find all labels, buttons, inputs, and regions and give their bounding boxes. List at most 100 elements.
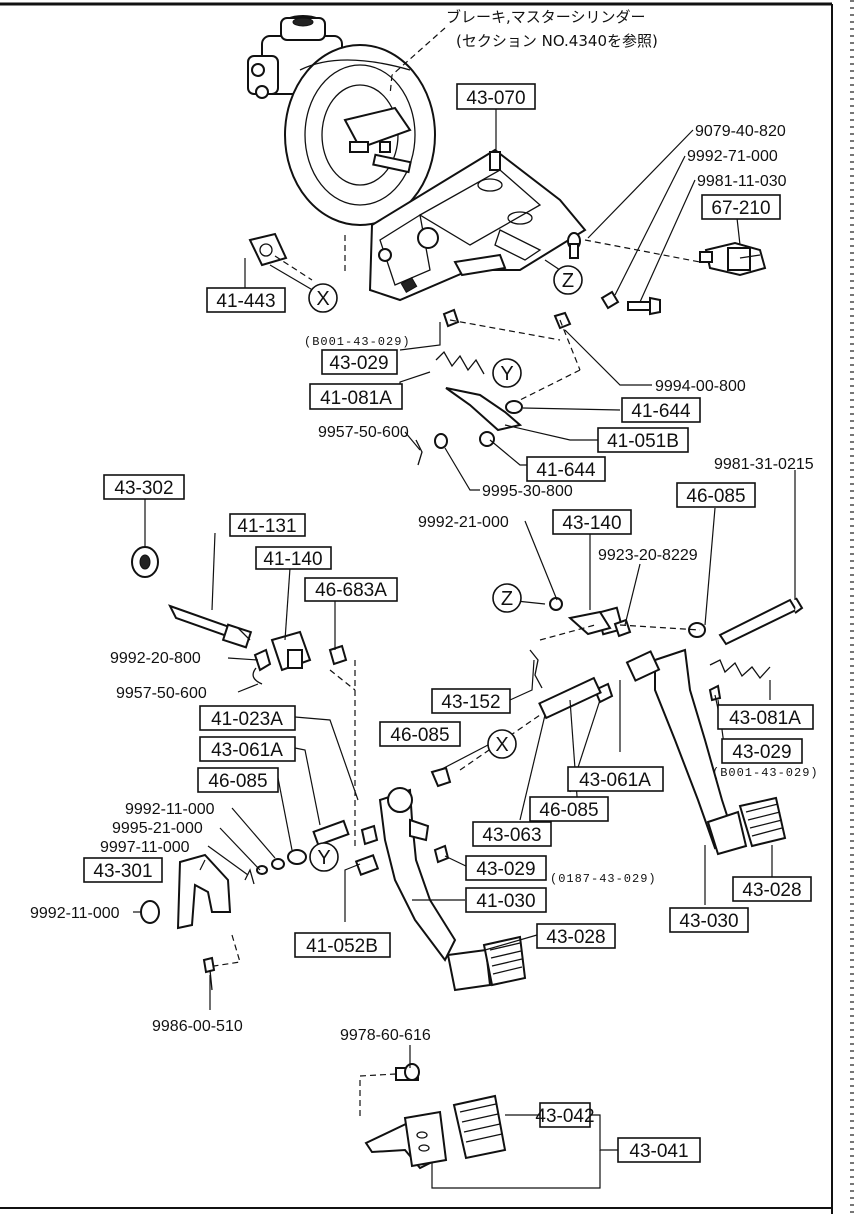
stop-light-switch xyxy=(699,241,767,277)
brake-pedal-right xyxy=(529,597,804,856)
marker-y-top: Y xyxy=(492,358,522,388)
marker-z-top: Z xyxy=(553,265,583,295)
boxed-label-43-028-r: 43-028 xyxy=(732,876,812,902)
part-9992-21-000: 9992-21-000 xyxy=(418,514,509,531)
svg-text:43-152: 43-152 xyxy=(441,692,500,713)
part-9994-00-800: 9994-00-800 xyxy=(655,378,746,395)
part-9986-00-510: 9986-00-510 xyxy=(152,1018,243,1035)
part-9992-20-800: 9992-20-800 xyxy=(110,650,201,667)
svg-text:41-443: 41-443 xyxy=(216,291,275,312)
svg-text:43-070: 43-070 xyxy=(466,88,525,109)
part-9957-50-600-mid: 9957-50-600 xyxy=(116,685,207,702)
boxed-label-46-085-r: 46-085 xyxy=(676,482,756,508)
part-9923-20-8229: 9923-20-8229 xyxy=(598,547,698,564)
svg-text:43-041: 43-041 xyxy=(629,1141,688,1162)
boxed-label-41-023a: 41-023A xyxy=(199,705,296,731)
part-9978-60-616: 9978-60-616 xyxy=(340,1027,431,1044)
header-note-line2: (セクション NO.4340を参照) xyxy=(456,32,658,50)
boxed-label-46-085-m: 46-085 xyxy=(379,721,461,747)
svg-text:43-063: 43-063 xyxy=(482,825,541,846)
svg-text:43-029: 43-029 xyxy=(329,353,388,374)
boxed-label-43-029-top: 43-029 xyxy=(321,349,398,375)
boxed-label-67-210: 67-210 xyxy=(701,194,781,220)
svg-text:41-023A: 41-023A xyxy=(211,709,283,730)
marker-x-top-letter: X xyxy=(316,288,329,310)
part-9981-31-0215: 9981-31-0215 xyxy=(714,456,814,473)
svg-text:43-301: 43-301 xyxy=(93,861,152,882)
boxed-label-41-644-a: 41-644 xyxy=(621,397,701,423)
part-9957-50-600-top: 9957-50-600 xyxy=(318,424,409,441)
pedal-bracket-illustration xyxy=(368,148,587,302)
svg-text:43-061A: 43-061A xyxy=(579,770,651,791)
part-9997-11-000: 9997-11-000 xyxy=(100,839,190,856)
boxed-label-43-061a-m: 43-061A xyxy=(567,766,664,792)
header-note-line1: ブレーキ,マスターシリンダー xyxy=(446,8,645,26)
boxed-label-43-140: 43-140 xyxy=(552,509,632,535)
svg-text:46-085: 46-085 xyxy=(539,800,598,821)
svg-text:46-085: 46-085 xyxy=(208,771,267,792)
boxed-label-43-042: 43-042 xyxy=(535,1102,595,1128)
left-pushrod-group xyxy=(131,546,348,685)
boxed-label-41-644-b: 41-644 xyxy=(526,456,606,482)
note-b001-top: (B001-43-029) xyxy=(304,335,411,349)
marker-x-top: X xyxy=(308,283,338,313)
boxed-label-41-140: 41-140 xyxy=(255,546,332,570)
part-9992-11-000-a: 9992-11-000 xyxy=(125,801,215,818)
svg-text:46-085: 46-085 xyxy=(686,486,745,507)
boxed-label-43-061a-l: 43-061A xyxy=(199,736,296,762)
boxed-label-43-063: 43-063 xyxy=(472,821,552,847)
boxed-label-46-683a: 46-683A xyxy=(304,577,398,602)
boxed-label-46-085-b: 46-085 xyxy=(529,796,609,822)
svg-text:43-061A: 43-061A xyxy=(211,740,283,761)
marker-z-mid: Z xyxy=(492,583,522,613)
svg-text:41-644: 41-644 xyxy=(536,460,596,481)
svg-text:43-028: 43-028 xyxy=(546,927,605,948)
boxed-label-46-085-l: 46-085 xyxy=(197,767,279,793)
part-9992-71-000: 9992-71-000 xyxy=(687,148,778,165)
pedal-pad-assembly xyxy=(364,1063,507,1170)
marker-y-mid-letter: Y xyxy=(317,847,330,869)
part-9995-30-800: 9995-30-800 xyxy=(482,483,573,500)
boxed-label-43-301: 43-301 xyxy=(83,857,163,883)
part-9079-40-820: 9079-40-820 xyxy=(695,123,786,140)
svg-text:67-210: 67-210 xyxy=(711,198,770,219)
svg-text:41-051B: 41-051B xyxy=(607,431,679,452)
part-9981-11-030: 9981-11-030 xyxy=(697,173,787,190)
svg-text:46-683A: 46-683A xyxy=(315,580,387,601)
marker-x-mid: X xyxy=(487,729,517,759)
svg-text:46-085: 46-085 xyxy=(390,725,449,746)
pedal-stop-bracket xyxy=(140,853,232,991)
marker-y-mid: Y xyxy=(309,842,339,872)
boxed-label-43-152: 43-152 xyxy=(431,688,511,714)
boxed-label-41-081a-top: 41-081A xyxy=(309,383,403,410)
svg-text:41-081A: 41-081A xyxy=(320,388,392,409)
svg-text:43-140: 43-140 xyxy=(562,513,621,534)
boxed-label-41-052b: 41-052B xyxy=(294,932,391,958)
marker-z-mid-letter: Z xyxy=(501,588,513,610)
marker-z-top-letter: Z xyxy=(562,270,574,292)
note-b001-right: (B001-43-029) xyxy=(712,766,819,780)
svg-text:43-302: 43-302 xyxy=(114,478,173,499)
boxed-label-41-131: 41-131 xyxy=(229,513,306,537)
boxed-label-43-041: 43-041 xyxy=(617,1137,701,1163)
boxed-label-41-443: 41-443 xyxy=(206,287,286,313)
boxed-label-43-030: 43-030 xyxy=(669,907,749,933)
svg-text:43-030: 43-030 xyxy=(679,911,738,932)
svg-text:43-081A: 43-081A xyxy=(729,708,801,729)
marker-x-mid-letter: X xyxy=(495,734,508,756)
boxed-label-43-028-m: 43-028 xyxy=(536,923,616,949)
svg-text:41-052B: 41-052B xyxy=(306,936,378,957)
return-spring-and-lever xyxy=(415,350,523,466)
boxed-label-43-302: 43-302 xyxy=(103,474,185,500)
clutch-pedal-center xyxy=(244,766,527,992)
svg-text:41-131: 41-131 xyxy=(237,516,296,537)
boxed-label-43-029-m: 43-029 xyxy=(465,855,547,881)
svg-text:41-644: 41-644 xyxy=(631,401,691,422)
boxed-label-43-081a-r: 43-081A xyxy=(717,704,814,730)
svg-text:43-029: 43-029 xyxy=(476,859,535,880)
boxed-label-43-029-r: 43-029 xyxy=(721,738,803,764)
svg-text:43-042: 43-042 xyxy=(535,1106,594,1127)
svg-text:43-028: 43-028 xyxy=(742,880,801,901)
svg-text:41-140: 41-140 xyxy=(263,549,322,570)
